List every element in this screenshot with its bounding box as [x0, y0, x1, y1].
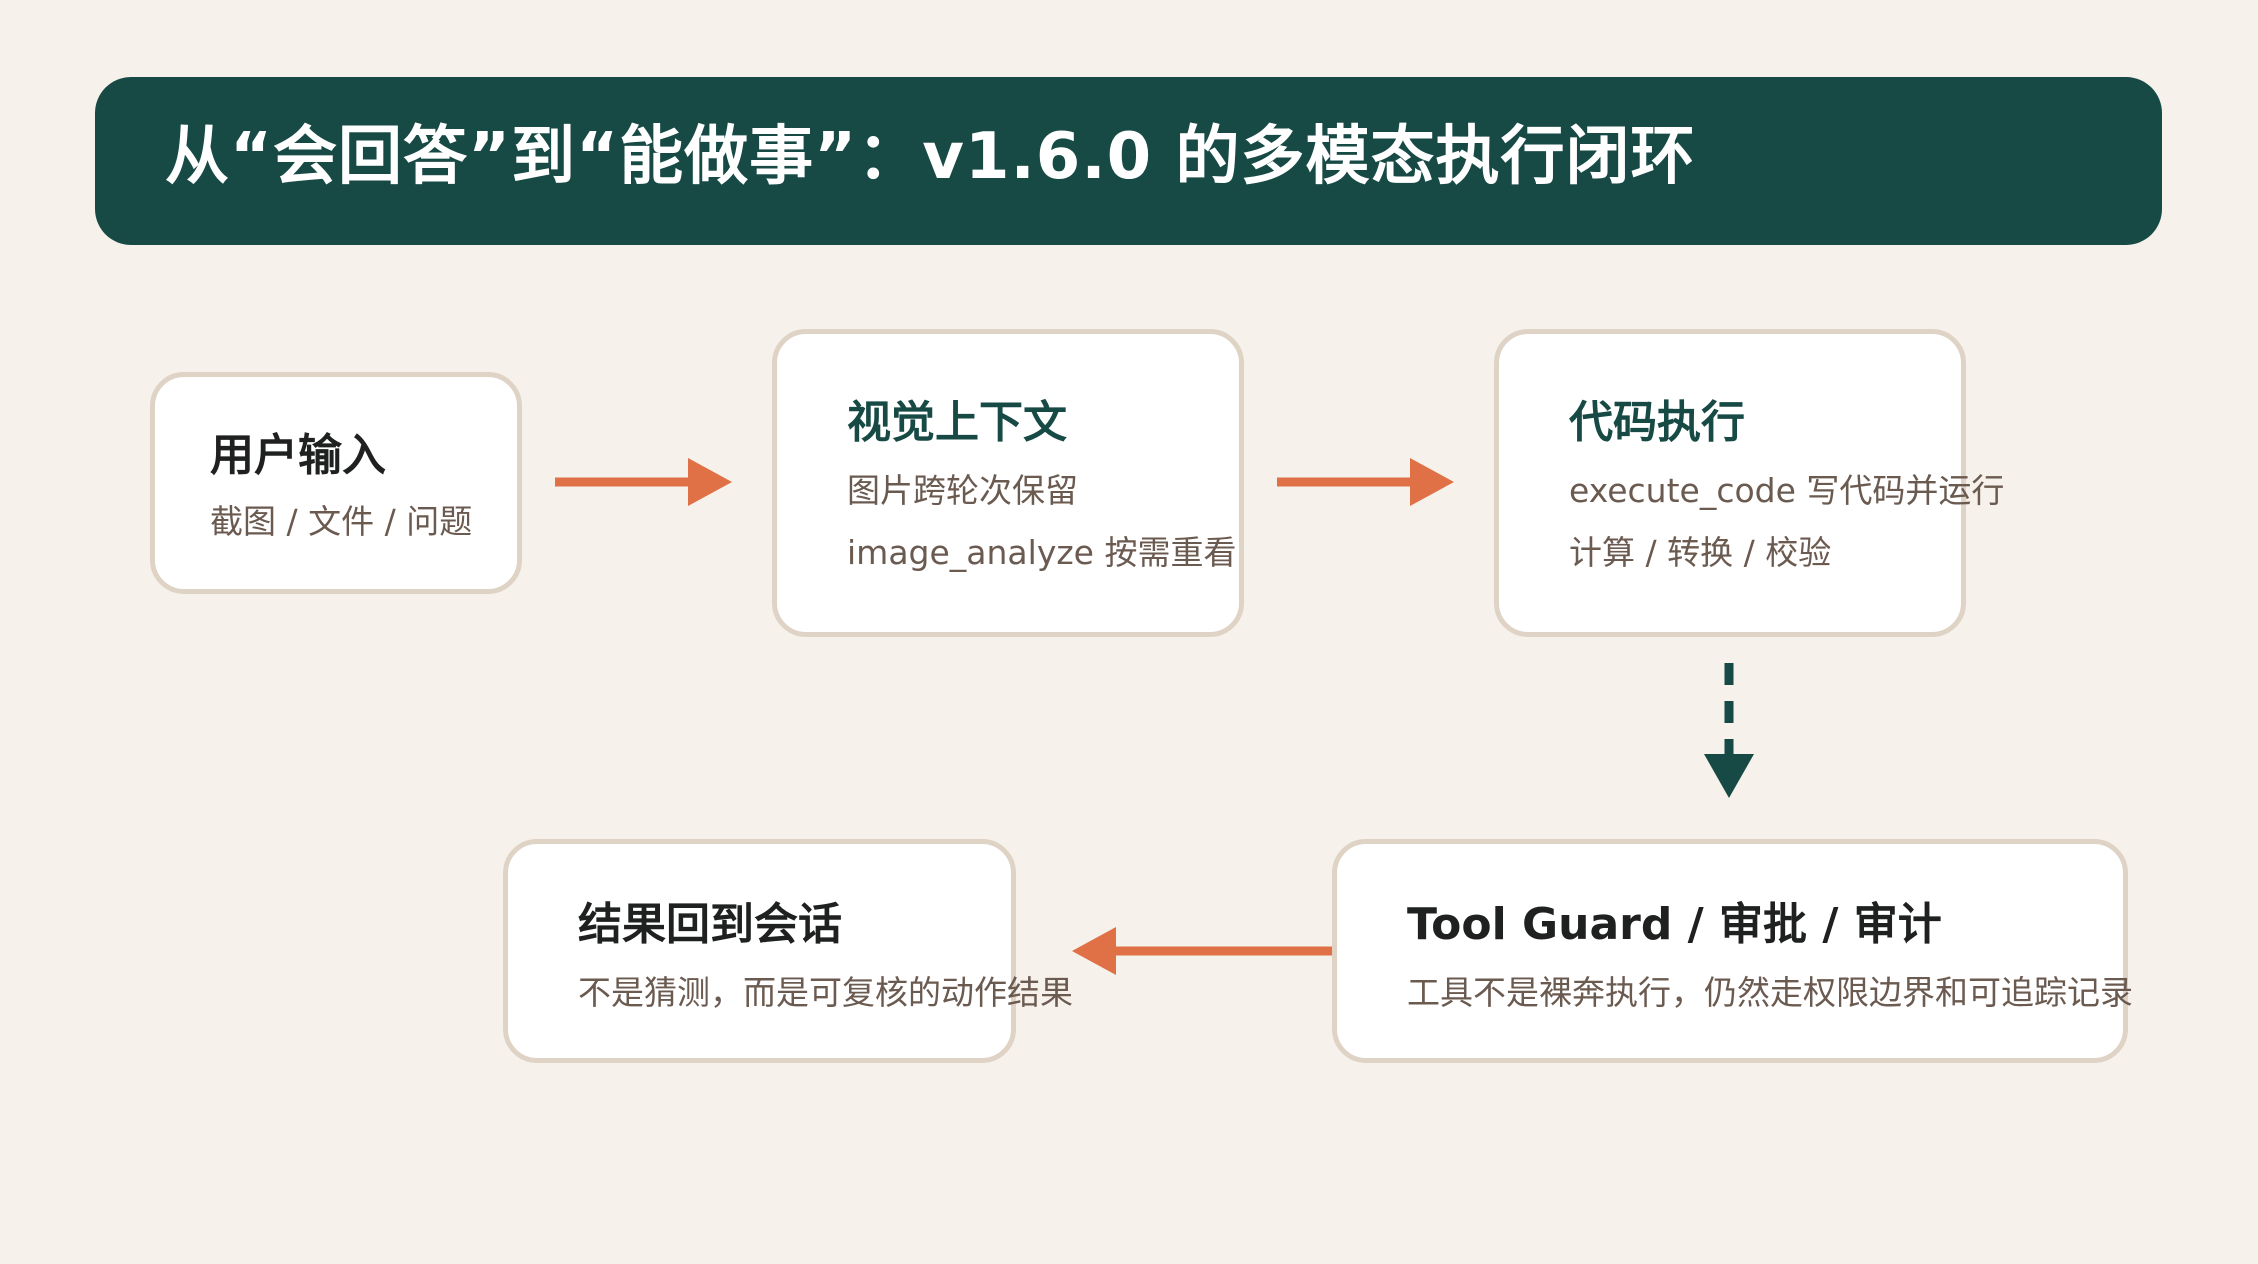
node-tool-guard-title: Tool Guard / 审批 / 审计 — [1407, 899, 1942, 950]
node-user-input-title: 用户输入 — [210, 430, 386, 481]
node-code-exec-title: 代码执行 — [1569, 397, 1745, 448]
node-result-line-1: 不是猜测，而是可复核的动作结果 — [578, 973, 1073, 1012]
node-user-input: 用户输入 截图 / 文件 / 问题 — [150, 372, 522, 594]
node-result-title: 结果回到会话 — [578, 899, 842, 950]
node-user-input-line-1: 截图 / 文件 / 问题 — [210, 502, 473, 541]
title-banner: 从“会回答”到“能做事”：v1.6.0 的多模态执行闭环 — [95, 77, 2162, 245]
node-tool-guard-line-1: 工具不是裸奔执行，仍然走权限边界和可追踪记录 — [1407, 973, 2133, 1012]
arrow-visual-to-code — [1277, 458, 1454, 506]
node-visual-context-line-2: image_analyze 按需重看 — [847, 533, 1237, 572]
node-result: 结果回到会话 不是猜测，而是可复核的动作结果 — [503, 839, 1073, 1063]
node-tool-guard: Tool Guard / 审批 / 审计 工具不是裸奔执行，仍然走权限边界和可追… — [1332, 839, 2133, 1063]
node-code-exec-line-2: 计算 / 转换 / 校验 — [1569, 533, 1832, 572]
node-visual-context-line-1: 图片跨轮次保留 — [847, 471, 1078, 510]
arrow-code-to-guard — [1704, 663, 1754, 798]
arrow-guard-to-result — [1072, 927, 1332, 975]
node-code-exec-line-1: execute_code 写代码并运行 — [1569, 471, 2005, 510]
arrow-input-to-visual — [555, 458, 732, 506]
node-visual-context-title: 视觉上下文 — [847, 397, 1067, 448]
page-title: 从“会回答”到“能做事”：v1.6.0 的多模态执行闭环 — [165, 120, 1696, 194]
node-visual-context: 视觉上下文 图片跨轮次保留 image_analyze 按需重看 — [772, 329, 1244, 637]
node-code-exec: 代码执行 execute_code 写代码并运行 计算 / 转换 / 校验 — [1494, 329, 2004, 637]
